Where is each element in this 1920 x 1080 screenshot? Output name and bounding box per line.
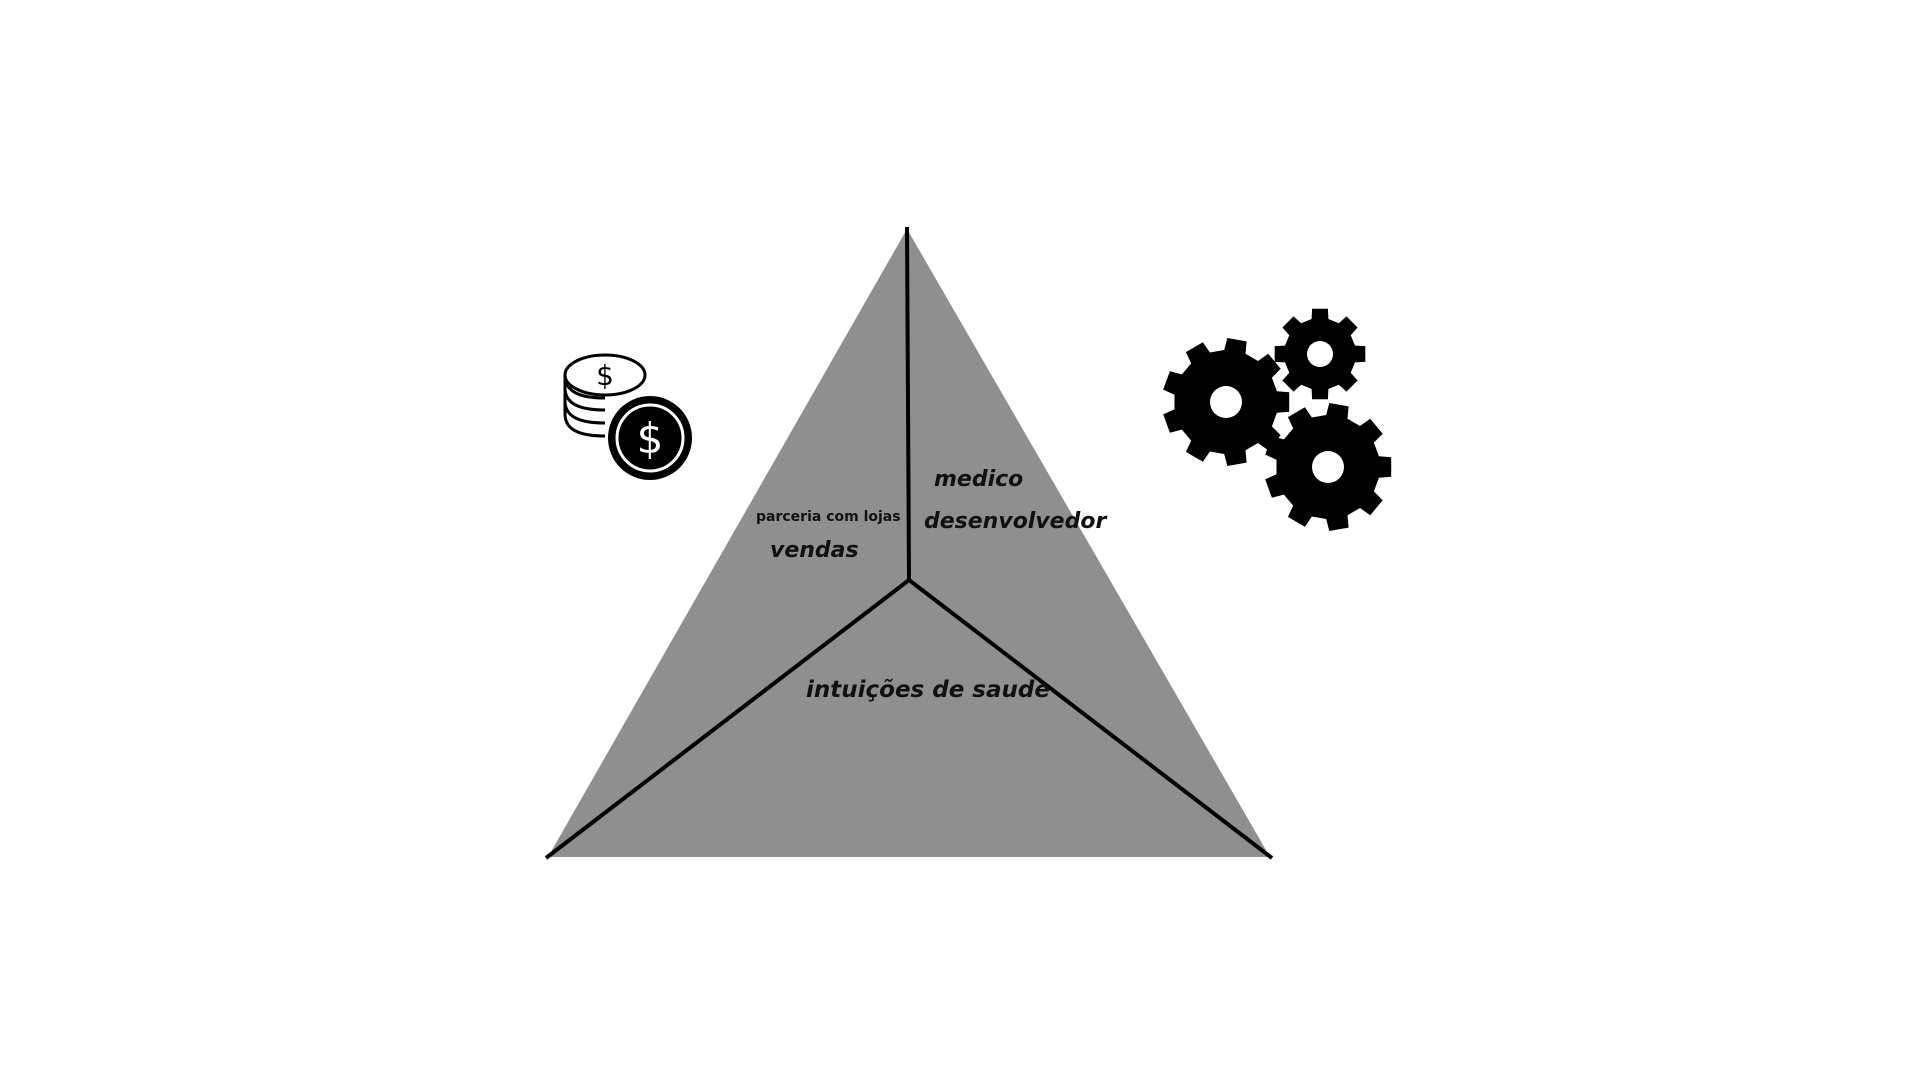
coins-dollar-icon: $ $ — [563, 353, 692, 480]
gear-small-top — [1274, 308, 1366, 400]
label-doctor: medico — [934, 467, 1024, 492]
label-developer: desenvolvedor — [924, 509, 1107, 534]
gear-hole — [1312, 451, 1344, 483]
svg-text:$: $ — [637, 414, 664, 463]
gear-hole — [1210, 386, 1242, 418]
svg-text:$: $ — [596, 359, 614, 392]
gear-large-bottom — [1265, 403, 1392, 531]
label-sales: vendas — [770, 538, 859, 563]
gears-icon — [1163, 308, 1392, 531]
label-health-institutions: intuições de saude — [806, 677, 1050, 703]
divider-right — [907, 578, 1274, 860]
divider-left — [544, 578, 911, 860]
gear-hole — [1307, 341, 1333, 367]
label-partnership: parceria com lojas — [756, 509, 901, 525]
gear-large-left — [1163, 338, 1290, 466]
divider-vertical — [905, 226, 911, 581]
